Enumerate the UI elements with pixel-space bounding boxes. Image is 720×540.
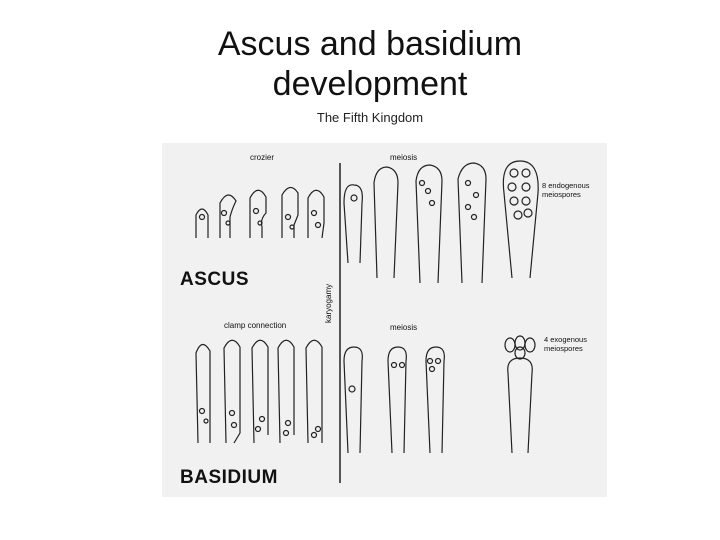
title-line-1: Ascus and basidium <box>217 25 523 63</box>
basidium-label: BASIDIUM <box>180 467 278 488</box>
ascus-basidium-figure: crozier meiosis 8 endogenous meiospores … <box>162 143 607 497</box>
ascus-meiosis-stages <box>343 160 539 284</box>
clamp-connection-label: clamp connection <box>224 321 287 330</box>
slide-subtitle: The Fifth Kingdom <box>316 110 424 125</box>
slide-title: Ascus and basidium development <box>160 24 580 104</box>
crozier-label: crozier <box>250 153 275 162</box>
exogenous-meiospores-note: 4 exogenous meiospores <box>544 335 587 353</box>
title-line-2: development <box>272 65 468 103</box>
ascus-crozier-stages <box>195 186 325 239</box>
basidium-clamp-stages <box>195 339 323 444</box>
figure-drawing <box>195 160 539 483</box>
meiosis-label-bottom: meiosis <box>390 323 418 332</box>
ascus-label: ASCUS <box>180 269 250 290</box>
karyogamy-label: karyogamy <box>324 283 333 323</box>
basidium-meiosis-stages <box>343 335 536 454</box>
meiosis-label-top: meiosis <box>390 153 418 162</box>
endogenous-meiospores-note: 8 endogenous meiospores <box>542 181 590 199</box>
